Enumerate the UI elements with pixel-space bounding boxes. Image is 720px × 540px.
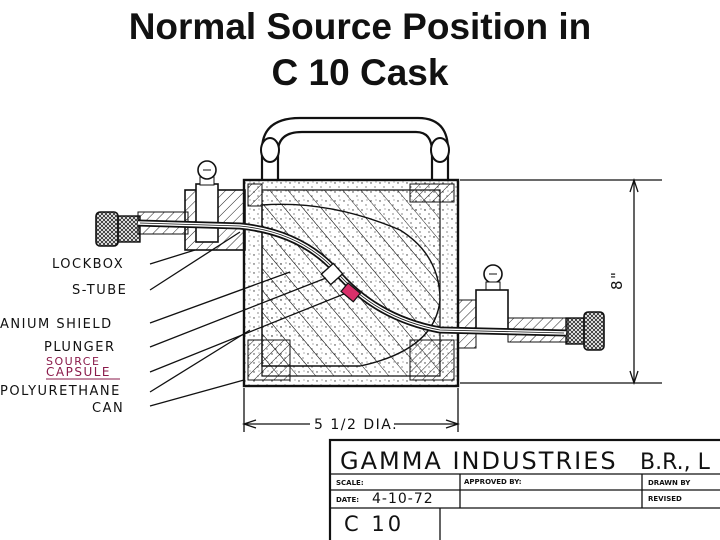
slide-title: Normal Source Position in C 10 Cask [0, 4, 720, 96]
right-connector-fitting [565, 311, 605, 351]
cask-handle [260, 116, 450, 180]
title-block-scale-label: SCALE: [336, 479, 364, 487]
title-block-date-label: DATE: [336, 496, 359, 504]
height-dimension: 8" [460, 177, 662, 386]
title-block-revised-label: REVISED [648, 495, 682, 503]
label-height: 8" [608, 271, 626, 290]
plunger [320, 262, 344, 286]
label-s-tube: S-TUBE [72, 283, 127, 298]
source-capsule [340, 282, 362, 303]
title-line-2: C 10 Cask [271, 52, 449, 93]
title-line-1: Normal Source Position in [128, 6, 592, 47]
label-capsule: CAPSULE [46, 365, 111, 379]
title-block [328, 438, 720, 540]
title-block-drawing-number: C 10 [344, 512, 404, 536]
left-lockbox [137, 160, 246, 251]
label-diameter: 5 1/2 DIA. [314, 417, 398, 433]
label-source: SOURCE [46, 355, 100, 368]
label-shield: ANIUM SHIELD [0, 317, 113, 332]
leader-lines [149, 231, 345, 407]
title-block-company-right: B.R., L [640, 450, 711, 475]
left-connector-fitting [95, 211, 141, 247]
label-polyurethane: POLYURETHANE [0, 384, 121, 399]
title-block-drawn-label: DRAWN BY [648, 479, 691, 487]
title-block-company: GAMMA INDUSTRIES [340, 447, 618, 475]
title-block-date-value: 4-10-72 [372, 491, 434, 507]
label-lockbox: LOCKBOX [52, 257, 124, 272]
title-block-approved-label: APPROVED BY: [464, 478, 522, 486]
label-plunger: PLUNGER [44, 340, 116, 355]
label-can: CAN [92, 401, 124, 416]
diameter-dimension: 5 1/2 DIA. [241, 388, 461, 433]
